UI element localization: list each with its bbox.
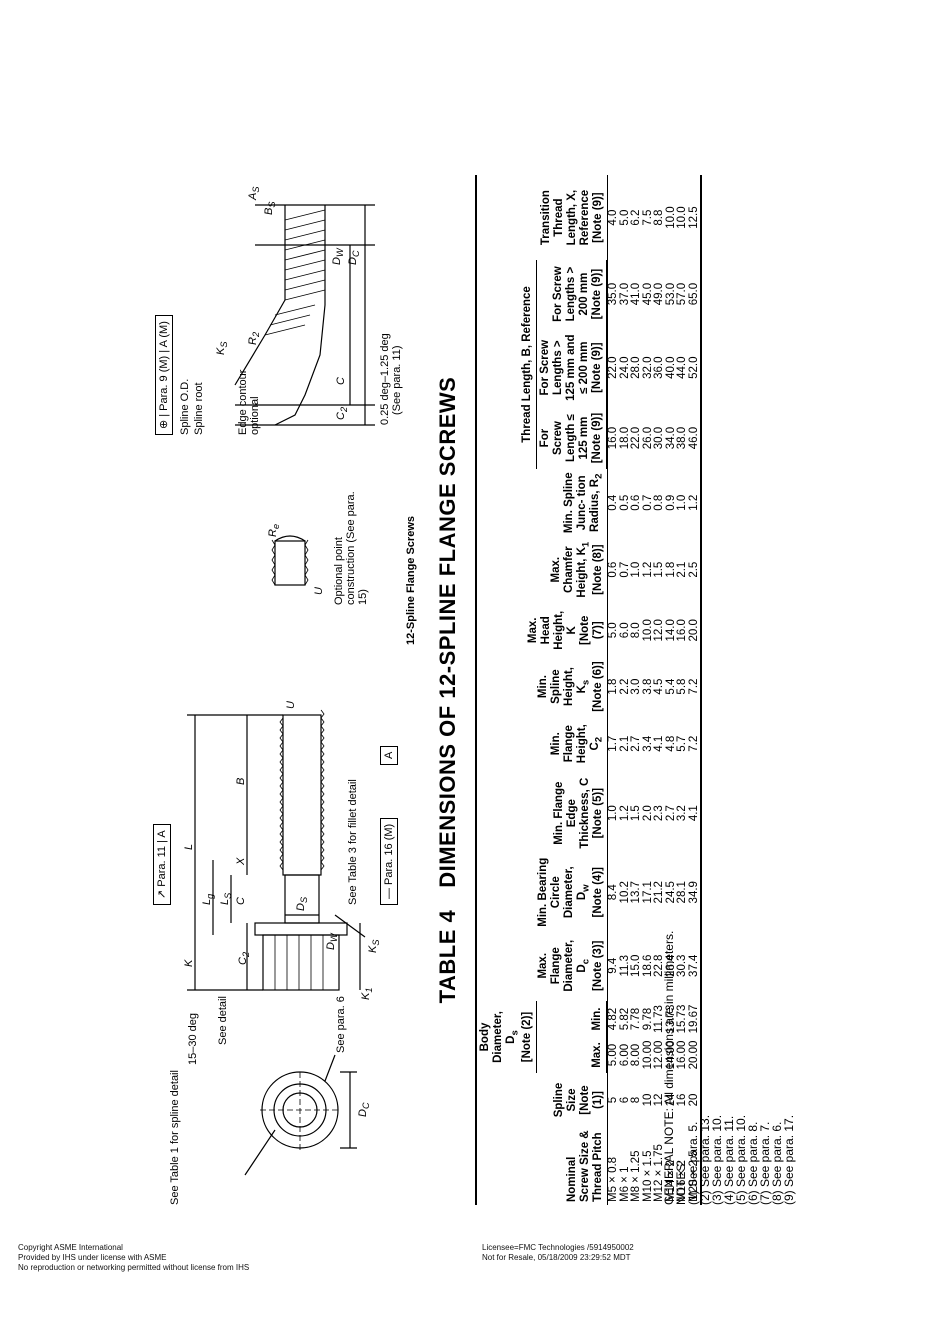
table-cell: 5.0 xyxy=(607,622,620,639)
dim-b: B xyxy=(235,777,247,785)
table-title: TABLE 4DIMENSIONS OF 12-SPLINE FLANGE SC… xyxy=(435,376,460,1004)
th-spline: Spline Size [Note (1)] xyxy=(552,1082,604,1118)
th-spline-h: Min. Spline Height, Ks[Note (6)] xyxy=(536,661,604,712)
dim-k1: K1 xyxy=(360,987,375,1000)
dim-ks: KS xyxy=(367,939,382,953)
table-cell: 1.8 xyxy=(607,678,620,695)
angle-label: 15–30 deg xyxy=(187,1013,199,1065)
th-flange-h: Min. Flange Height, C2 xyxy=(549,724,604,764)
table-cell: 22.0 xyxy=(607,356,620,379)
footer-copyright: Copyright ASME International Provided by… xyxy=(18,1243,249,1273)
dim-c: C xyxy=(235,897,247,905)
table-cell: 9.4 xyxy=(607,957,620,974)
point-re: Re xyxy=(267,523,282,537)
note-item: (2) See para. 13. xyxy=(698,1114,712,1205)
position-tolerance: ⊕ | Para. 9 (M) | A (M) xyxy=(155,315,173,435)
footer-right-line: Not for Resale, 05/18/2009 23:29:52 MDT xyxy=(482,1253,631,1262)
table-cell: 4.82 xyxy=(607,1007,620,1031)
see-detail-label: See detail xyxy=(217,996,229,1045)
detail-dc: DC xyxy=(347,250,362,265)
notes-heading: NOTES: xyxy=(674,1160,688,1205)
detail-angle: 0.25 deg–1.25 deg xyxy=(379,333,391,425)
dim-u: U xyxy=(285,701,297,709)
footer-left-line: No reproduction or networking permitted … xyxy=(18,1263,250,1272)
table-cell: 1.7 xyxy=(607,735,620,752)
note-item: (5) See para. 10. xyxy=(734,1114,748,1205)
para16-callout: — Para. 16 (M) xyxy=(380,817,398,905)
table-cell: M5 × 0.8 xyxy=(607,1156,620,1202)
detail-ks: KS xyxy=(215,341,230,355)
table-cell: 5 xyxy=(607,1096,620,1104)
fillet-note: See Table 3 for fillet detail xyxy=(347,779,359,905)
th-thread-length: Thread Length, B, Reference xyxy=(477,260,537,469)
detail-c2: C2 xyxy=(335,406,350,420)
table-cell: 0.6 xyxy=(607,561,620,578)
table-cell: 16.0 xyxy=(607,426,620,450)
table-cell: 4.0 xyxy=(607,209,620,226)
spline-od-label: Spline O.D. xyxy=(179,378,191,435)
figure-caption: 12-Spline Flange Screws xyxy=(405,516,417,645)
note-item: (6) See para. 8. xyxy=(746,1121,760,1205)
footer-licensee: Licensee=FMC Technologies /5914950002 No… xyxy=(482,1243,634,1263)
datum-a: A xyxy=(380,745,398,765)
dim-k: K xyxy=(183,959,195,967)
note-item: (4) See para. 11. xyxy=(722,1115,736,1205)
note-item: (8) See para. 6. xyxy=(770,1121,784,1205)
figure-12-spline-flange-screws: See Table 1 for spline detail DC See par… xyxy=(135,175,425,1205)
detail-as: AS xyxy=(247,186,262,200)
th-tl2: For Screw Lengths > 125 mm and ≤ 200 mm[… xyxy=(536,327,607,408)
th-bearing: Min. Bearing Circle Diameter, Dw[Note (4… xyxy=(536,857,604,927)
detail-angle-para: (See para. 11) xyxy=(391,345,403,415)
dim-dw: DW xyxy=(325,933,340,950)
th-head-h: Max. Head Height, K[Note (7)] xyxy=(526,610,604,650)
note-item: (9) See para. 17. xyxy=(782,1114,796,1205)
table-cell: 1.0 xyxy=(607,805,620,822)
point-note: Optional point construction (See para. 1… xyxy=(333,491,369,605)
detail-bs: BS xyxy=(263,201,278,215)
dim-x: X xyxy=(235,857,247,865)
th-junction: Min. Spline Junc- tion Radius, R2 xyxy=(562,472,604,534)
footer-left-line: Provided by IHS under license with ASME xyxy=(18,1253,167,1262)
dim-c2: C2 xyxy=(237,951,252,965)
dc-label: DC xyxy=(357,1102,372,1117)
dim-lg: Lg xyxy=(201,893,216,905)
general-note: GENERAL NOTE: All dimensions are in mill… xyxy=(662,930,676,1205)
th-nominal: Nominal Screw Size & Thread Pitch xyxy=(565,1130,604,1202)
detail-r2: R2 xyxy=(247,331,262,345)
th-transition: Transition Thread Length, X, Reference[N… xyxy=(539,189,604,246)
footer-right-line: Licensee=FMC Technologies /5914950002 xyxy=(482,1243,634,1252)
spline-detail-note: See Table 1 for spline detail xyxy=(169,1070,181,1205)
table-cell: 5.00 xyxy=(607,1043,620,1067)
th-tl1: For Screw Length ≤ 125 mm[Note (9)] xyxy=(536,407,607,469)
dim-ds: DS xyxy=(295,896,310,911)
th-body-max: Max. xyxy=(536,1037,607,1073)
rotated-page-content: See Table 1 for spline detail DC See par… xyxy=(135,175,796,1205)
th-body: Body Diameter, Ds[Note (2)] xyxy=(479,1011,534,1063)
table-cell: 0.4 xyxy=(607,494,620,511)
edge-contour-label: Edge contour optional xyxy=(237,369,261,435)
table-cell: 35.0 xyxy=(607,282,620,306)
note-item: (7) See para. 7. xyxy=(758,1121,772,1205)
dim-l: L xyxy=(183,843,195,850)
figure-drawing xyxy=(187,204,375,1176)
point-u: U xyxy=(313,587,325,595)
th-edge: Min. Flange Edge Thickness, C[Note (5)] xyxy=(552,777,604,849)
th-flange-dia: Max. Flange Diameter, Dc[Note (3)] xyxy=(536,939,604,992)
see-para6-note: See para. 6 xyxy=(335,996,347,1053)
notes-list: (1) See para. 5.(2) See para. 13.(3) See… xyxy=(686,175,796,1205)
note-item: (3) See para. 10. xyxy=(710,1114,724,1205)
th-chamfer: Max. Chamfer Height, K1[Note (8)] xyxy=(549,541,604,598)
detail-c: C xyxy=(335,377,347,385)
table-cell: 8.4 xyxy=(607,884,620,901)
note-item: (1) See para. 5. xyxy=(686,1121,700,1205)
spline-root-label: Spline root xyxy=(193,382,205,435)
dim-ls: LS xyxy=(219,892,234,905)
detail-dw: DW xyxy=(331,248,346,265)
para11-callout: ↗ Para. 11 | A xyxy=(153,824,171,905)
table-notes: GENERAL NOTE: All dimensions are in mill… xyxy=(662,175,796,1205)
th-body-min: Min. xyxy=(536,1001,607,1037)
footer-left-line: Copyright ASME International xyxy=(18,1243,123,1252)
th-tl3: For Screw Lengths > 200 mm[Note (9)] xyxy=(536,260,607,328)
table-row: M5 × 0.8 5 5.00 4.82 9.4 8.4 1.0 1.7 1.8 5.0 0.6 0.… xyxy=(607,175,620,1205)
